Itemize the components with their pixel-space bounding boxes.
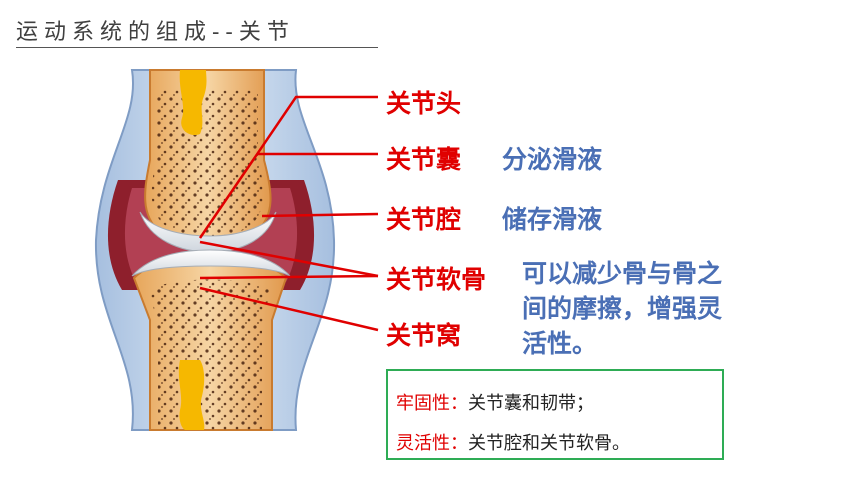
summary-value-stability: 关节囊和韧带；	[468, 393, 594, 414]
upper-bone-spongy	[151, 90, 264, 238]
leader-line-socket	[199, 286, 379, 332]
desc-cavity: 储存滑液	[502, 205, 603, 234]
summary-key-flexibility: 灵活性：	[396, 433, 468, 454]
lower-marrow	[178, 360, 205, 430]
desc-cartilage-line-3: 活性。	[522, 329, 598, 358]
label-joint-cavity: 关节腔	[386, 205, 462, 234]
label-joint-socket: 关节窝	[386, 321, 462, 350]
leader-line-cavity	[261, 212, 379, 218]
leader-line-head	[198, 95, 378, 239]
title-underline	[16, 47, 378, 48]
leader-line-cartilage-b	[199, 274, 379, 280]
leader-line-cartilage-a	[199, 240, 379, 278]
label-joint-capsule: 关节囊	[386, 145, 462, 174]
desc-cartilage-line-1: 可以减少骨与骨之	[522, 259, 723, 288]
summary-row-flexibility: 灵活性：关节腔和关节软骨。	[396, 429, 630, 455]
page-title: 运动系统的组成--关节	[16, 20, 295, 45]
desc-capsule: 分泌滑液	[502, 145, 603, 174]
summary-box: 牢固性：关节囊和韧带； 灵活性：关节腔和关节软骨。	[386, 369, 724, 460]
lower-bone-spongy	[150, 279, 270, 430]
label-joint-cartilage: 关节软骨	[386, 265, 487, 294]
upper-cartilage	[139, 211, 277, 253]
summary-value-flexibility: 关节腔和关节软骨。	[468, 433, 630, 454]
label-joint-head: 关节头	[386, 89, 462, 118]
summary-row-stability: 牢固性：关节囊和韧带；	[396, 389, 594, 415]
summary-key-stability: 牢固性：	[396, 393, 468, 414]
desc-cartilage-line-2: 间的摩擦，增强灵	[522, 294, 723, 323]
upper-marrow	[179, 70, 207, 136]
desc-cartilage: 可以减少骨与骨之 间的摩擦，增强灵 活性。	[522, 256, 722, 361]
